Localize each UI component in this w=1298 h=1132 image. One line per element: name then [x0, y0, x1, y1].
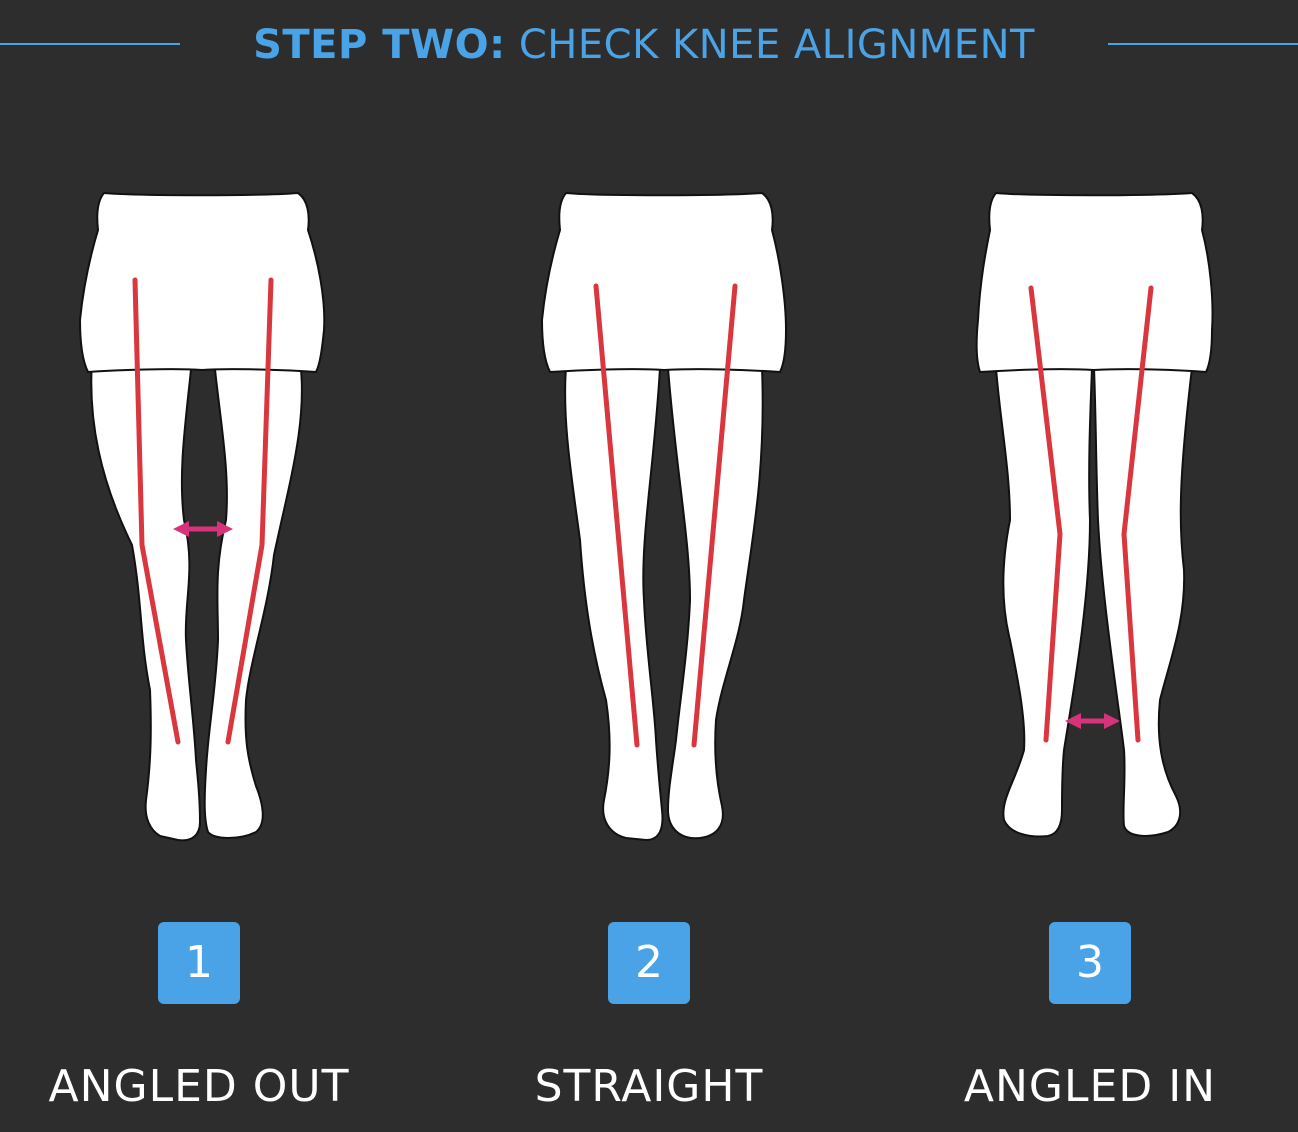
left-leg-alignment-line: [593, 283, 640, 748]
right-leg-alignment-line: [225, 277, 274, 745]
step-label: STEP TWO:: [253, 22, 506, 68]
panel-number-badge: 3: [1049, 922, 1131, 1004]
right-leg-alignment-line: [1121, 285, 1154, 743]
step-title: CHECK KNEE ALIGNMENT: [518, 22, 1035, 68]
right-leg: [666, 367, 764, 840]
left-leg: [994, 367, 1094, 838]
panel-number-badge: 1: [158, 922, 240, 1004]
right-leg: [1092, 367, 1194, 837]
header-rule-left: [0, 43, 180, 45]
knee-alignment-illustration: [78, 191, 1214, 842]
header-rule-right: [1108, 43, 1298, 45]
skirt: [540, 191, 788, 374]
page-title: STEP TWO: CHECK KNEE ALIGNMENT: [180, 22, 1108, 68]
left-leg-alignment-line: [132, 277, 181, 745]
panel-number-badge: 2: [608, 922, 690, 1004]
left-leg: [90, 359, 202, 842]
left-leg-alignment-line: [1028, 285, 1063, 743]
right-leg-alignment-line: [691, 283, 738, 748]
legs-figure-angled-in: [975, 191, 1214, 838]
panel-label: STRAIGHT: [534, 1061, 764, 1112]
legs-figure-straight: [540, 191, 788, 842]
left-leg: [564, 367, 664, 842]
skirt: [975, 191, 1214, 374]
panel-label: ANGLED OUT: [48, 1061, 350, 1112]
legs-figure-angled-out: [78, 191, 326, 842]
skirt: [78, 191, 326, 374]
panel-label: ANGLED IN: [963, 1061, 1217, 1112]
